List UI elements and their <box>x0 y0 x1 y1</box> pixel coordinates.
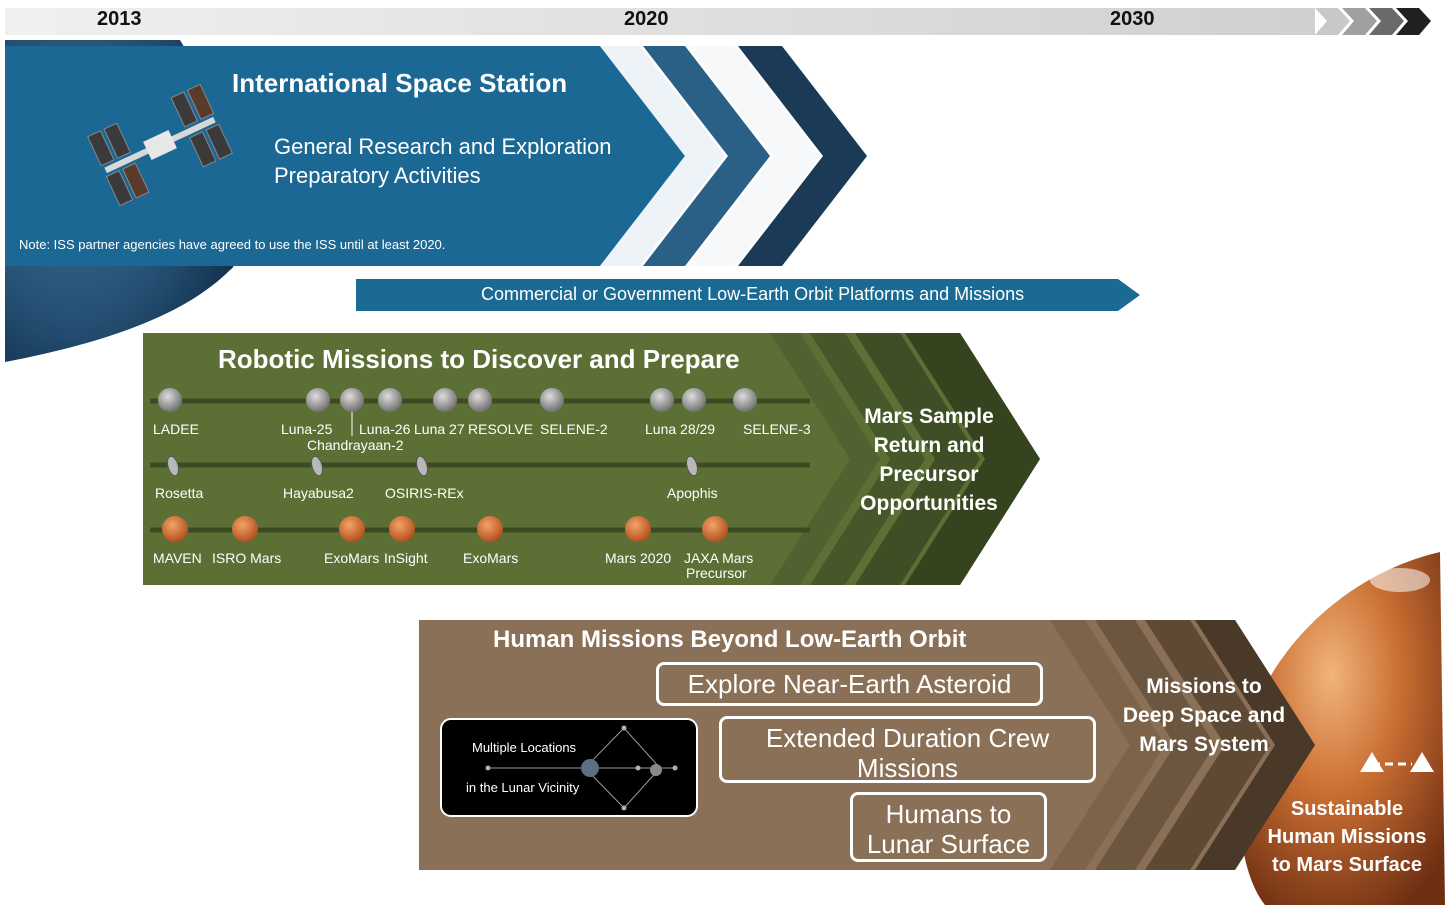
timeline-year-2020: 2020 <box>624 8 669 30</box>
iss-title: International Space Station <box>232 68 568 98</box>
leo-arrow <box>356 279 1140 311</box>
lunar-box-line: Lunar Surface <box>866 829 1031 859</box>
mission-label-osiris-rex: OSIRIS-REx <box>385 485 464 501</box>
robotic-goal-line: Mars Sample <box>864 405 994 428</box>
robotic-title: Robotic Missions to Discover and Prepare <box>218 344 740 374</box>
mission-label-maven: MAVEN <box>153 550 202 566</box>
mission-label-isro-mars: ISRO Mars <box>212 550 282 566</box>
robotic-goal-line: Return and <box>873 434 985 457</box>
mission-label-luna-26: Luna-26 <box>359 421 411 437</box>
lunar-surface-box: Humans to Lunar Surface <box>850 792 1047 862</box>
mission-label-resolve: RESOLVE <box>468 421 534 437</box>
mission-label-hayabusa2: Hayabusa2 <box>283 485 354 501</box>
mars-goal-line: to Mars Surface <box>1271 854 1423 876</box>
lunar-vicinity-panel <box>440 718 698 817</box>
human-title: Human Missions Beyond Low-Earth Orbit <box>493 626 967 653</box>
mission-label-chandrayaan-2: Chandrayaan-2 <box>307 437 404 453</box>
crew-box-line: Missions <box>856 753 959 783</box>
asteroid-box: Explore Near-Earth Asteroid <box>656 662 1043 706</box>
lunar-vicinity-line1: Multiple Locations <box>472 740 577 755</box>
human-goal: Missions to Deep Space and Mars System <box>1120 672 1288 759</box>
mission-label-precursor: Precursor <box>686 565 747 581</box>
mission-label-jaxa-mars: JAXA Mars <box>684 550 754 566</box>
mission-label-selene-3: SELENE-3 <box>743 421 811 437</box>
mission-label-selene-2: SELENE-2 <box>540 421 608 437</box>
lunar-vicinity-line2: in the Lunar Vicinity <box>466 780 580 795</box>
crew-box: Extended Duration Crew Missions <box>719 716 1096 783</box>
robotic-goal: Mars Sample Return and Precursor Opportu… <box>856 402 1002 518</box>
human-goal-line: Mars System <box>1139 733 1269 756</box>
leo-label: Commercial or Government Low-Earth Orbit… <box>481 284 1025 304</box>
landing-arrow-icon <box>1360 752 1434 772</box>
mission-label-mars-2020: Mars 2020 <box>605 550 672 566</box>
robotic-goal-line: Precursor <box>879 463 979 486</box>
lunar-box-line: Humans to <box>885 799 1012 829</box>
human-goal-line: Missions to <box>1146 675 1262 698</box>
robotic-goal-line: Opportunities <box>860 492 998 515</box>
asteroid-icons <box>167 455 698 477</box>
iss-subtitle-line2: Preparatory Activities <box>274 163 481 188</box>
mars-image <box>1238 552 1445 905</box>
crew-box-line: Extended Duration Crew <box>765 723 1050 753</box>
mission-label-insight: InSight <box>384 550 428 566</box>
human-goal-line: Deep Space and <box>1122 704 1286 727</box>
mission-label-apophis: Apophis <box>667 485 718 501</box>
mission-label-exomars-1: ExoMars <box>324 550 380 566</box>
timeline-year-2030: 2030 <box>1110 8 1155 30</box>
space-station-icon <box>87 83 233 207</box>
mission-label-ladee: LADEE <box>153 421 199 437</box>
mars-goal: Sustainable Human Missions to Mars Surfa… <box>1262 795 1432 879</box>
mars-icons <box>162 516 728 542</box>
timeline-bar <box>5 8 1431 35</box>
mission-label-rosetta: Rosetta <box>155 485 204 501</box>
mars-goal-line: Sustainable <box>1290 798 1404 820</box>
mission-label-luna-27: Luna 27 <box>414 421 465 437</box>
mission-label-luna-28-29: Luna 28/29 <box>645 421 716 437</box>
mars-goal-line: Human Missions <box>1267 826 1427 848</box>
robotic-arrow <box>143 333 1040 585</box>
iss-subtitle-line1: General Research and Exploration <box>274 134 612 159</box>
mission-label-exomars-2: ExoMars <box>463 550 519 566</box>
iss-note: Note: ISS partner agencies have agreed t… <box>19 237 446 252</box>
timeline-year-2013: 2013 <box>97 8 142 30</box>
mission-label-luna-25: Luna-25 <box>281 421 333 437</box>
moon-icons <box>158 388 757 412</box>
